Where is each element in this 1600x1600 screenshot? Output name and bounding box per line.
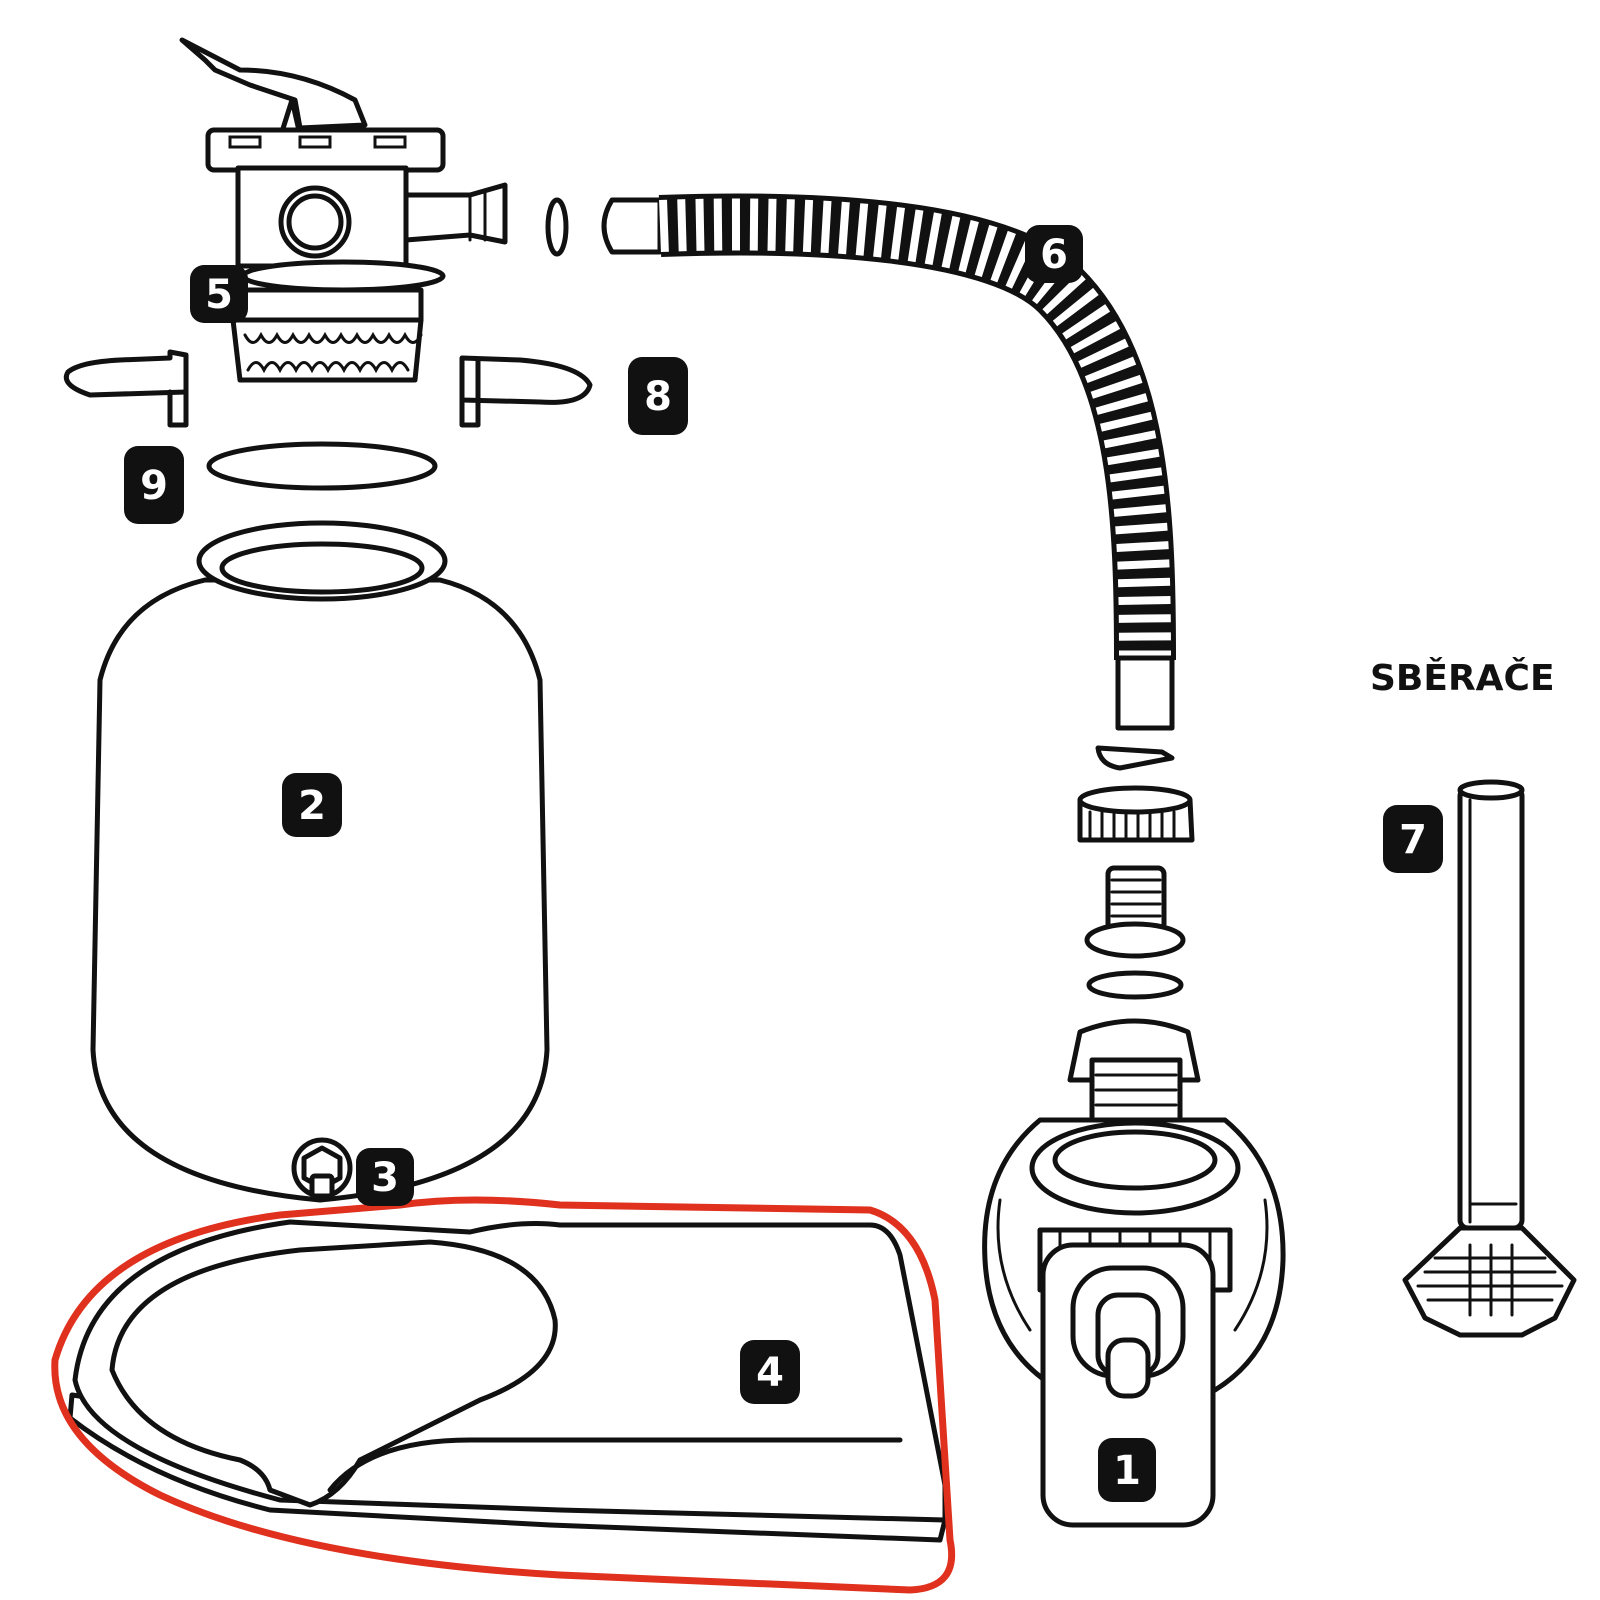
tray-pocket [109, 1239, 558, 1508]
multiport-valve [179, 37, 508, 383]
tank-o-ring [206, 441, 438, 491]
badge-3-text: 3 [371, 1155, 399, 1201]
badge-9: 9 [124, 446, 184, 524]
skimmers-heading: SBĚRAČE [1370, 657, 1555, 699]
connection-hose [545, 193, 1176, 771]
badge-5: 5 [190, 265, 248, 323]
tank-neck [196, 520, 448, 602]
badge-5-text: 5 [205, 272, 233, 318]
badge-8-text: 8 [644, 374, 672, 420]
badge-1: 1 [1098, 1438, 1156, 1502]
clamp-right [459, 355, 593, 405]
fitting-o-ring [1086, 970, 1184, 1000]
pump-fittings [1077, 785, 1195, 1000]
badge-9-text: 9 [140, 463, 168, 509]
hose-cuff-top [601, 197, 663, 255]
valve-flange [240, 259, 446, 293]
badge-4: 4 [740, 1340, 800, 1404]
threaded-adapter [1105, 865, 1167, 933]
tank-body [90, 577, 550, 1203]
valve-collar [230, 287, 424, 323]
badge-7-text: 7 [1399, 817, 1427, 863]
badge-6-text: 6 [1040, 232, 1068, 278]
badge-8: 8 [628, 357, 688, 435]
filter-pump [982, 1018, 1286, 1528]
hose-gasket-bottom [1095, 745, 1175, 771]
pump-lid [1029, 1120, 1241, 1216]
valve-handle [179, 37, 368, 131]
drain-valve [291, 1137, 353, 1199]
sand-tank [90, 520, 550, 1203]
highlight-outline [51, 1196, 956, 1594]
skimmer [1402, 779, 1577, 1338]
badge-7: 7 [1383, 805, 1443, 873]
badge-2: 2 [282, 773, 342, 837]
badge-1-text: 1 [1113, 1448, 1141, 1494]
badge-2-text: 2 [298, 783, 326, 829]
hose-cuff-bottom [1115, 655, 1175, 731]
badge-6: 6 [1025, 225, 1083, 283]
clamp-halves [63, 349, 593, 428]
hose-gasket-top [545, 197, 569, 257]
badge-4-text: 4 [756, 1350, 784, 1396]
valve-outlet-nozzle [403, 182, 508, 245]
clamp-left [63, 349, 189, 398]
pump-base-tray [67, 1219, 948, 1543]
badge-3: 3 [356, 1148, 414, 1206]
